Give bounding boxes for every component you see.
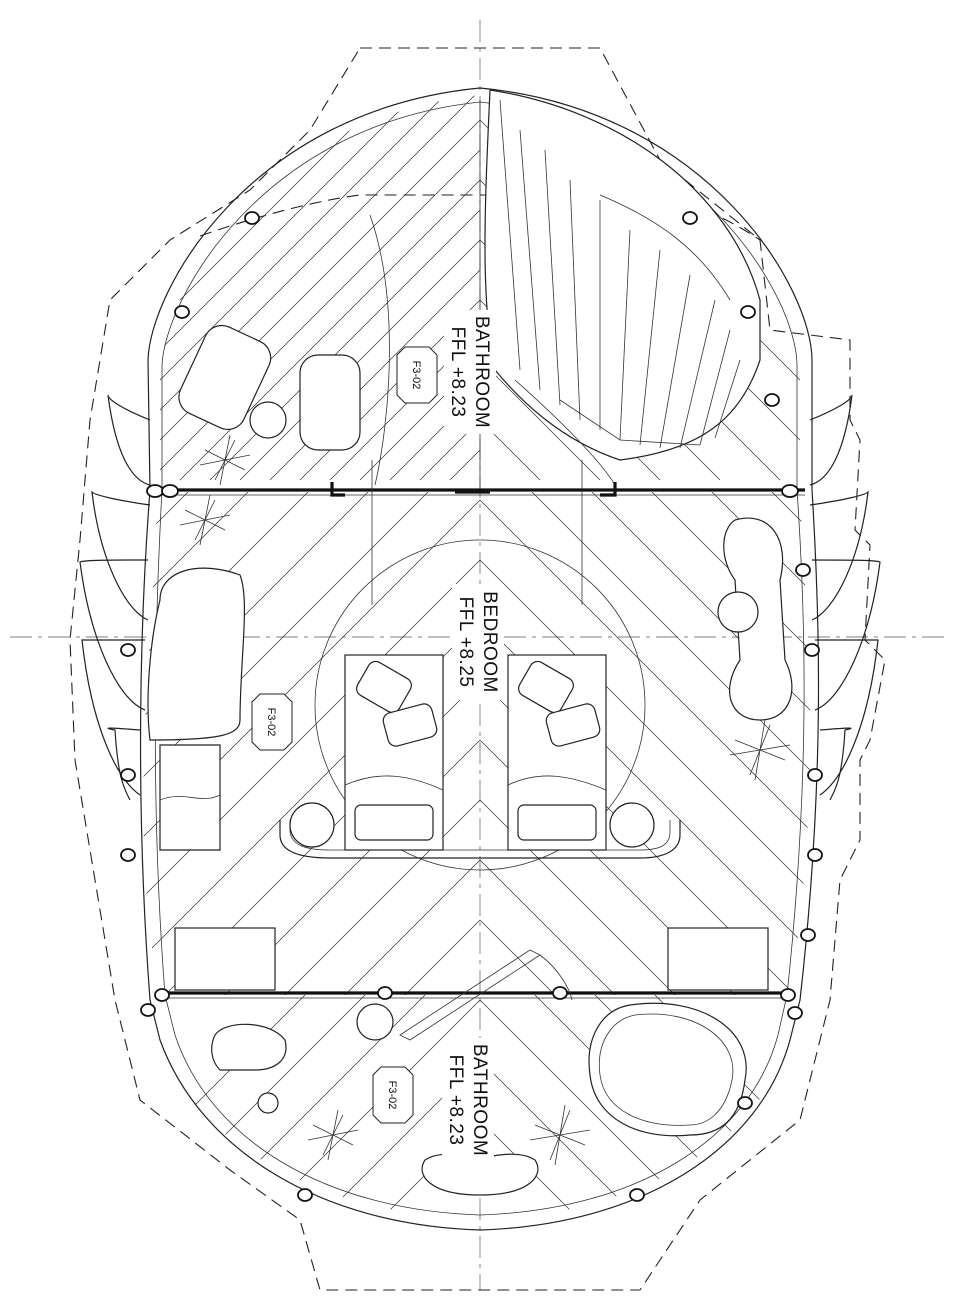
plant-right (729, 719, 791, 781)
top-bathroom-fixtures (178, 214, 390, 546)
bathroom-top-level: FFL +8.23 (447, 327, 468, 418)
tag-top-text: F3-02 (410, 361, 422, 390)
upper-beam-line (199, 194, 761, 241)
right-fins (809, 394, 881, 801)
bathroom-bottom-level: FFL +8.23 (445, 1055, 466, 1146)
bathroom-seat-2 (299, 354, 361, 451)
label-bathroom-top: BATHROOM FFL +8.23 (444, 310, 496, 434)
curved-partition (369, 214, 390, 486)
tag-bottom: F3-02 (372, 1066, 414, 1124)
plant-bottom-left (307, 1109, 359, 1161)
bathtub (588, 1002, 747, 1137)
daybed-left (147, 567, 246, 741)
tag-bottom-text: F3-02 (386, 1081, 398, 1110)
bedroom-name: BEDROOM (479, 591, 500, 693)
plant-top-left (199, 434, 251, 486)
bathroom-stool (249, 401, 287, 439)
cabinet-right (667, 927, 769, 991)
label-bedroom: BEDROOM FFL +8.25 (452, 584, 504, 700)
partition-walls (155, 482, 805, 999)
bedroom-level: FFL +8.25 (455, 597, 476, 688)
plant-bottom-right (529, 1104, 591, 1166)
stair-edge (514, 379, 616, 486)
bed-left-bolster (354, 804, 434, 841)
left-fins (79, 394, 151, 801)
spiral-staircase (484, 89, 761, 461)
column-posts (120, 211, 823, 1202)
toilet (211, 1023, 287, 1071)
cabinet-left (174, 927, 276, 991)
side-table-right-lounge (717, 591, 759, 633)
shell-outline (139, 87, 820, 1231)
plant-bedroom-left (179, 494, 231, 546)
bottom-bathroom-fixtures (211, 949, 747, 1196)
round-stool (356, 1003, 394, 1041)
tag-left: F3-02 (251, 693, 293, 751)
curved-bench (279, 820, 681, 859)
floor-drain (257, 1092, 279, 1114)
lounge-chair-right (723, 517, 793, 721)
bathroom-top-name: BATHROOM (471, 316, 492, 428)
side-table-right (609, 802, 655, 848)
tag-left-text: F3-02 (265, 708, 277, 737)
side-table-left (289, 802, 335, 848)
bedroom-furniture (147, 460, 793, 991)
sliding-door-swing (399, 949, 541, 1041)
tag-top: F3-02 (396, 346, 438, 404)
bed-right-bolster (517, 804, 597, 841)
bathroom-seat-1 (178, 324, 272, 430)
bathroom-bottom-name: BATHROOM (469, 1044, 490, 1156)
roof-outline (69, 47, 886, 1291)
round-rug (314, 539, 646, 871)
label-bathroom-bottom: BATHROOM FFL +8.23 (442, 1038, 494, 1162)
